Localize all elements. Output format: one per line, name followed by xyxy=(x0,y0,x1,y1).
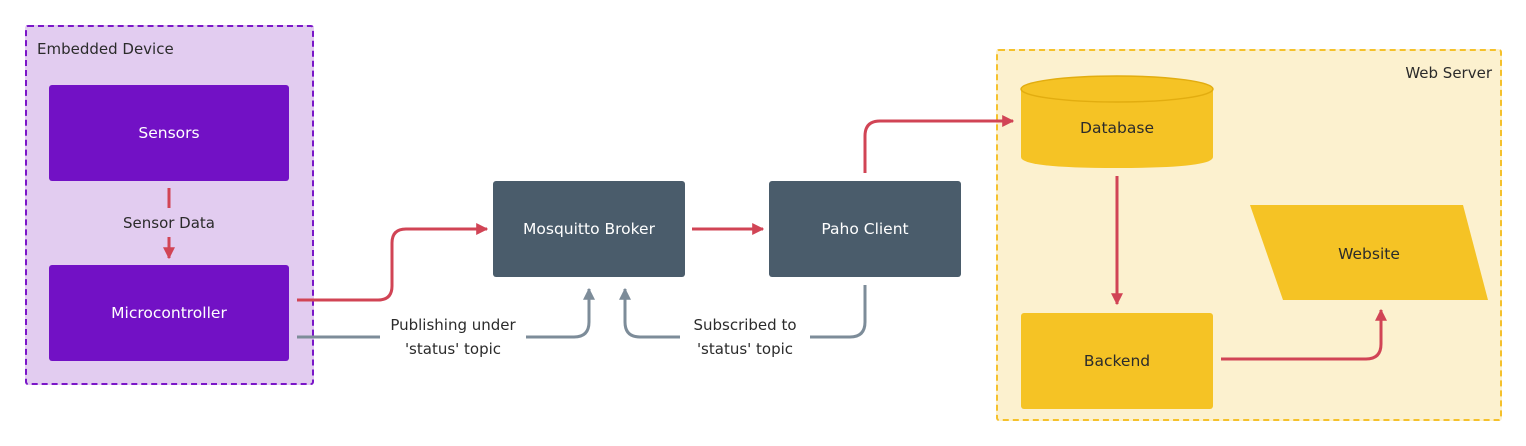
mosquitto-broker-label: Mosquitto Broker xyxy=(523,220,655,238)
database-cylinder-top xyxy=(1020,75,1214,103)
website-label: Website xyxy=(1338,245,1400,263)
embedded-device-group-label: Embedded Device xyxy=(37,40,174,58)
backend-node: Backend xyxy=(1021,313,1213,409)
sensor-data-edge-label: Sensor Data xyxy=(110,211,228,235)
subscribed-edge-label-line-1: Subscribed to xyxy=(693,316,797,334)
sensors-label: Sensors xyxy=(138,124,200,142)
database-label: Database xyxy=(1080,119,1154,137)
database-node: Database xyxy=(1020,75,1214,168)
publishing-edge-label-line-2: 'status' topic xyxy=(404,340,502,358)
database-cylinder-shape xyxy=(1021,89,1213,168)
paho-client-node: Paho Client xyxy=(769,181,961,277)
paho-client-label: Paho Client xyxy=(821,220,909,238)
subscribed-edge-label: Subscribed to 'status' topic xyxy=(680,313,810,361)
edge-backend-to-website xyxy=(1221,308,1387,361)
publishing-edge-label-line-1: Publishing under xyxy=(390,316,516,334)
publishing-edge-label: Publishing under 'status' topic xyxy=(380,313,526,361)
mosquitto-broker-node: Mosquitto Broker xyxy=(493,181,685,277)
sensors-node: Sensors xyxy=(49,85,289,181)
web-server-group-label: Web Server xyxy=(1405,64,1492,82)
microcontroller-node: Microcontroller xyxy=(49,265,289,361)
backend-label: Backend xyxy=(1083,352,1151,370)
edge-paho-to-database xyxy=(863,115,1015,173)
website-node: Website xyxy=(1250,205,1488,300)
edge-publish-status xyxy=(297,287,595,339)
website-shape xyxy=(1250,205,1488,300)
microcontroller-label: Microcontroller xyxy=(111,304,227,322)
edge-microcontroller-to-broker xyxy=(297,223,489,302)
subscribed-edge-label-line-2: 'status' topic xyxy=(696,340,794,358)
